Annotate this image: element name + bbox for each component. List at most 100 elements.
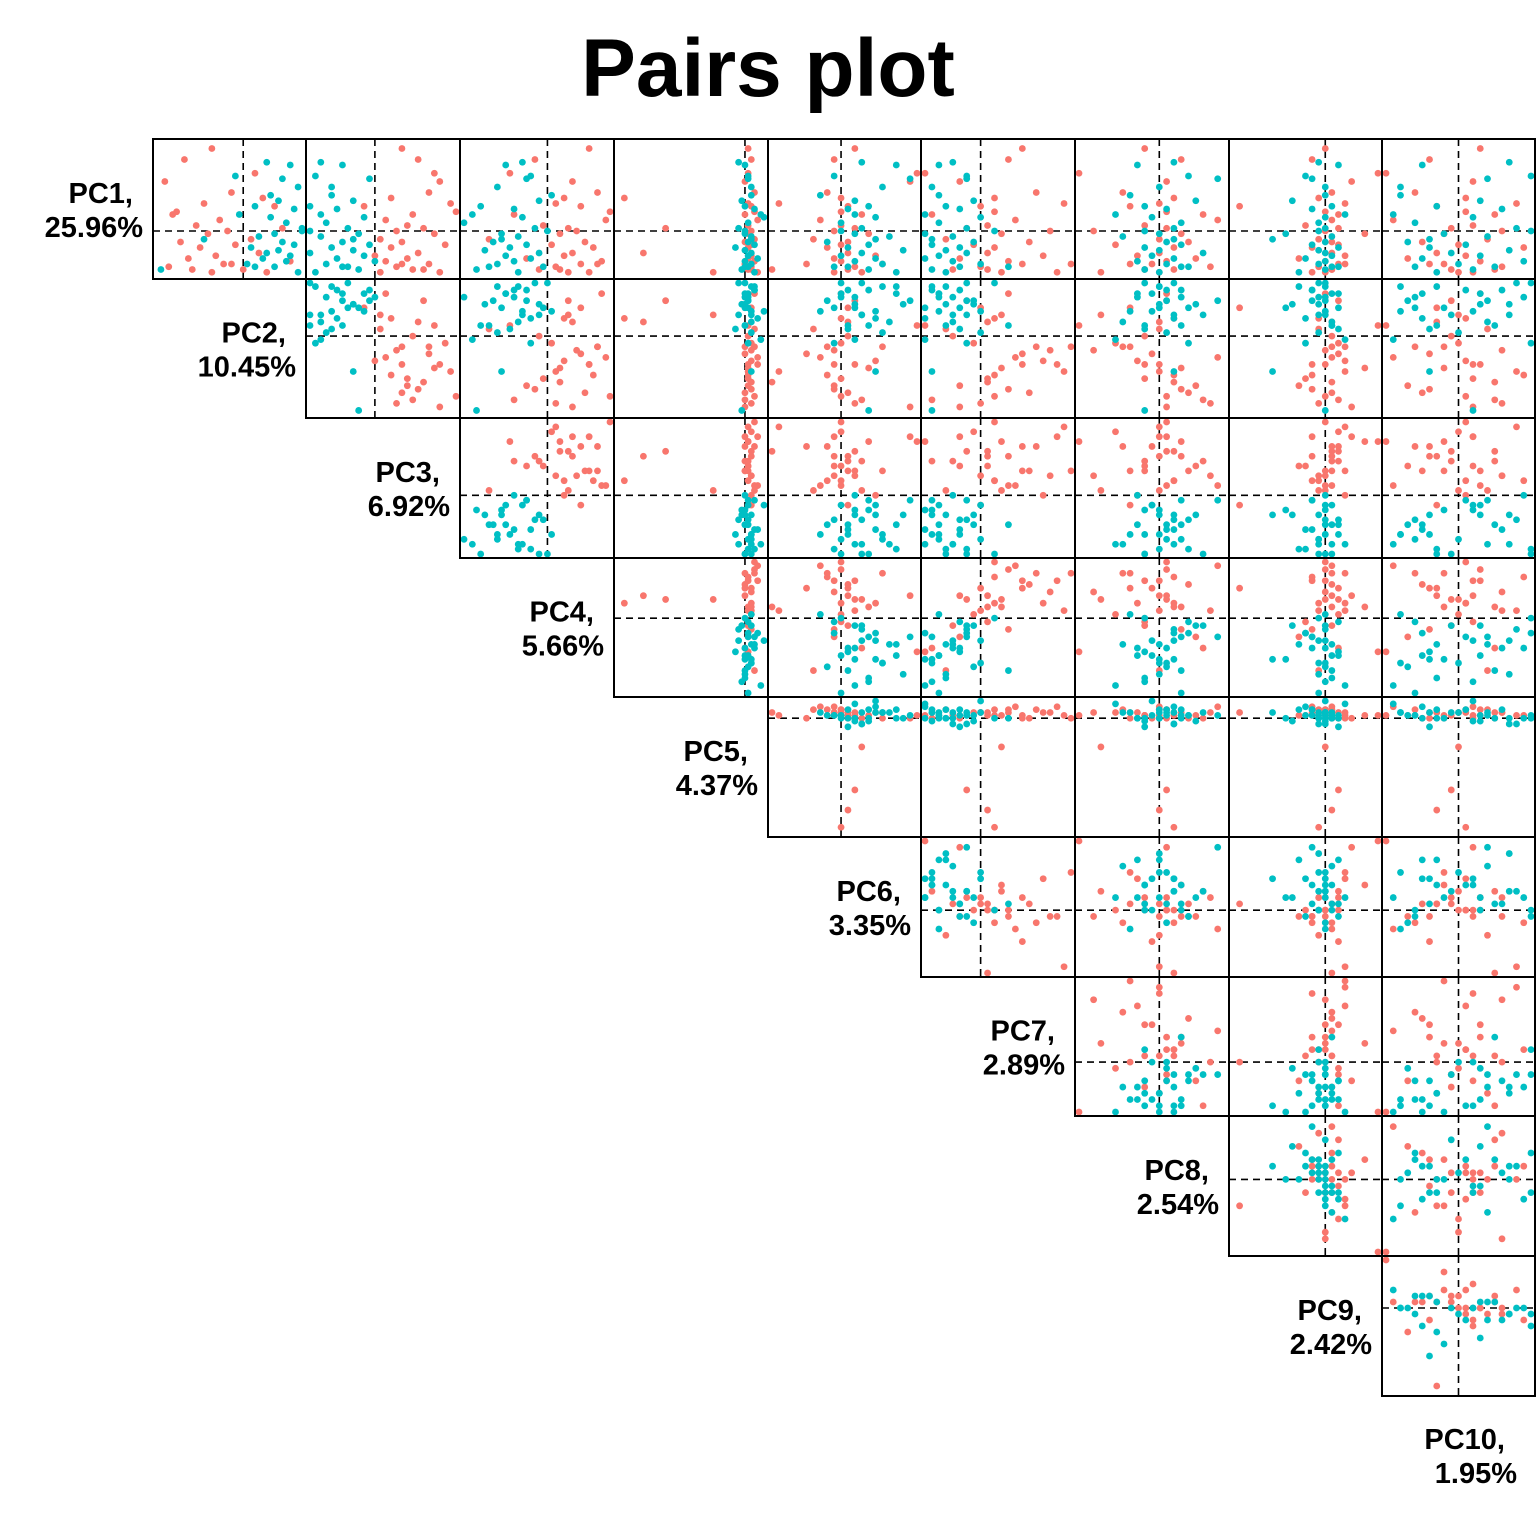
data-point	[963, 447, 971, 455]
data-point	[1315, 1189, 1323, 1196]
data-point	[735, 516, 743, 524]
data-point	[1177, 1102, 1185, 1110]
data-point	[349, 368, 357, 375]
data-point	[1418, 714, 1426, 722]
data-point	[1411, 1209, 1419, 1216]
data-point	[1476, 361, 1484, 368]
data-point	[1341, 569, 1349, 577]
data-point	[1011, 353, 1019, 361]
data-point	[830, 462, 838, 470]
data-point	[1214, 496, 1222, 504]
data-point	[1295, 1089, 1303, 1097]
data-point	[1039, 875, 1047, 883]
data-point	[803, 584, 810, 592]
data-point	[639, 249, 647, 257]
data-point	[1039, 357, 1047, 365]
data-point	[165, 263, 173, 271]
data-point	[984, 969, 991, 977]
data-point	[942, 670, 950, 678]
data-point	[298, 227, 306, 235]
data-point	[1170, 255, 1178, 262]
data-point	[928, 286, 936, 294]
data-point	[1389, 211, 1397, 218]
data-point	[573, 472, 581, 480]
data-point	[519, 213, 526, 221]
data-point	[949, 644, 957, 652]
data-point	[741, 211, 749, 218]
data-point	[928, 368, 936, 375]
data-point	[539, 375, 547, 382]
data-point	[1236, 1058, 1243, 1066]
data-point	[1348, 1077, 1356, 1085]
data-point	[1397, 1176, 1404, 1183]
data-point	[1005, 625, 1012, 633]
data-point	[1155, 268, 1163, 276]
panel-PC4-vs-PC8	[1074, 557, 1230, 698]
data-point	[956, 433, 964, 441]
data-point	[1426, 1021, 1433, 1029]
data-point	[1134, 491, 1141, 499]
data-point	[1308, 644, 1316, 652]
data-point	[1126, 531, 1134, 538]
data-point	[409, 211, 417, 218]
data-point	[328, 283, 336, 290]
panel-PC1-vs-PC10	[1381, 138, 1536, 280]
data-point	[387, 194, 395, 202]
data-point	[1308, 371, 1316, 379]
data-point	[1177, 219, 1185, 227]
data-point	[1418, 1322, 1426, 1330]
data-point	[1341, 1108, 1349, 1116]
data-point	[1498, 900, 1506, 908]
data-point	[1328, 900, 1336, 908]
data-point	[1308, 361, 1316, 368]
data-point	[1199, 457, 1207, 465]
data-point	[344, 263, 352, 271]
data-point	[741, 550, 749, 558]
data-point	[594, 467, 601, 475]
data-point	[1348, 843, 1356, 851]
data-point	[548, 191, 555, 199]
data-point	[1177, 1033, 1185, 1041]
data-point	[1328, 1033, 1336, 1041]
data-point	[1308, 633, 1316, 641]
data-point	[1498, 644, 1506, 652]
data-point	[1520, 714, 1528, 722]
data-point	[1170, 573, 1178, 581]
data-point	[921, 540, 929, 548]
data-point	[844, 322, 852, 329]
data-point	[1185, 467, 1192, 475]
data-point	[349, 300, 357, 308]
data-point	[1476, 1064, 1484, 1072]
data-point	[735, 279, 743, 287]
data-point	[577, 260, 585, 268]
data-point	[1018, 361, 1026, 368]
data-point	[844, 531, 852, 538]
data-point	[1185, 618, 1192, 626]
data-point	[872, 511, 879, 519]
data-point	[1513, 607, 1520, 615]
data-point	[1148, 501, 1156, 509]
data-point	[1335, 584, 1342, 592]
data-point	[1491, 709, 1499, 716]
data-point	[1491, 1052, 1499, 1060]
data-point	[1011, 216, 1019, 224]
data-point	[1053, 361, 1061, 368]
data-point	[1177, 322, 1185, 329]
data-point	[892, 545, 900, 553]
data-point	[709, 311, 717, 319]
data-point	[830, 618, 838, 626]
data-point	[851, 655, 859, 663]
data-point	[556, 266, 564, 273]
data-point	[1440, 506, 1448, 514]
data-point	[1199, 211, 1207, 218]
data-point	[157, 266, 165, 273]
data-point	[1462, 875, 1470, 883]
data-point	[1505, 850, 1513, 857]
data-point	[1185, 711, 1192, 719]
data-point	[921, 304, 929, 312]
data-point	[1321, 588, 1329, 596]
data-point	[398, 343, 406, 351]
data-point	[468, 540, 476, 548]
data-point	[1308, 286, 1316, 294]
data-point	[830, 545, 838, 553]
